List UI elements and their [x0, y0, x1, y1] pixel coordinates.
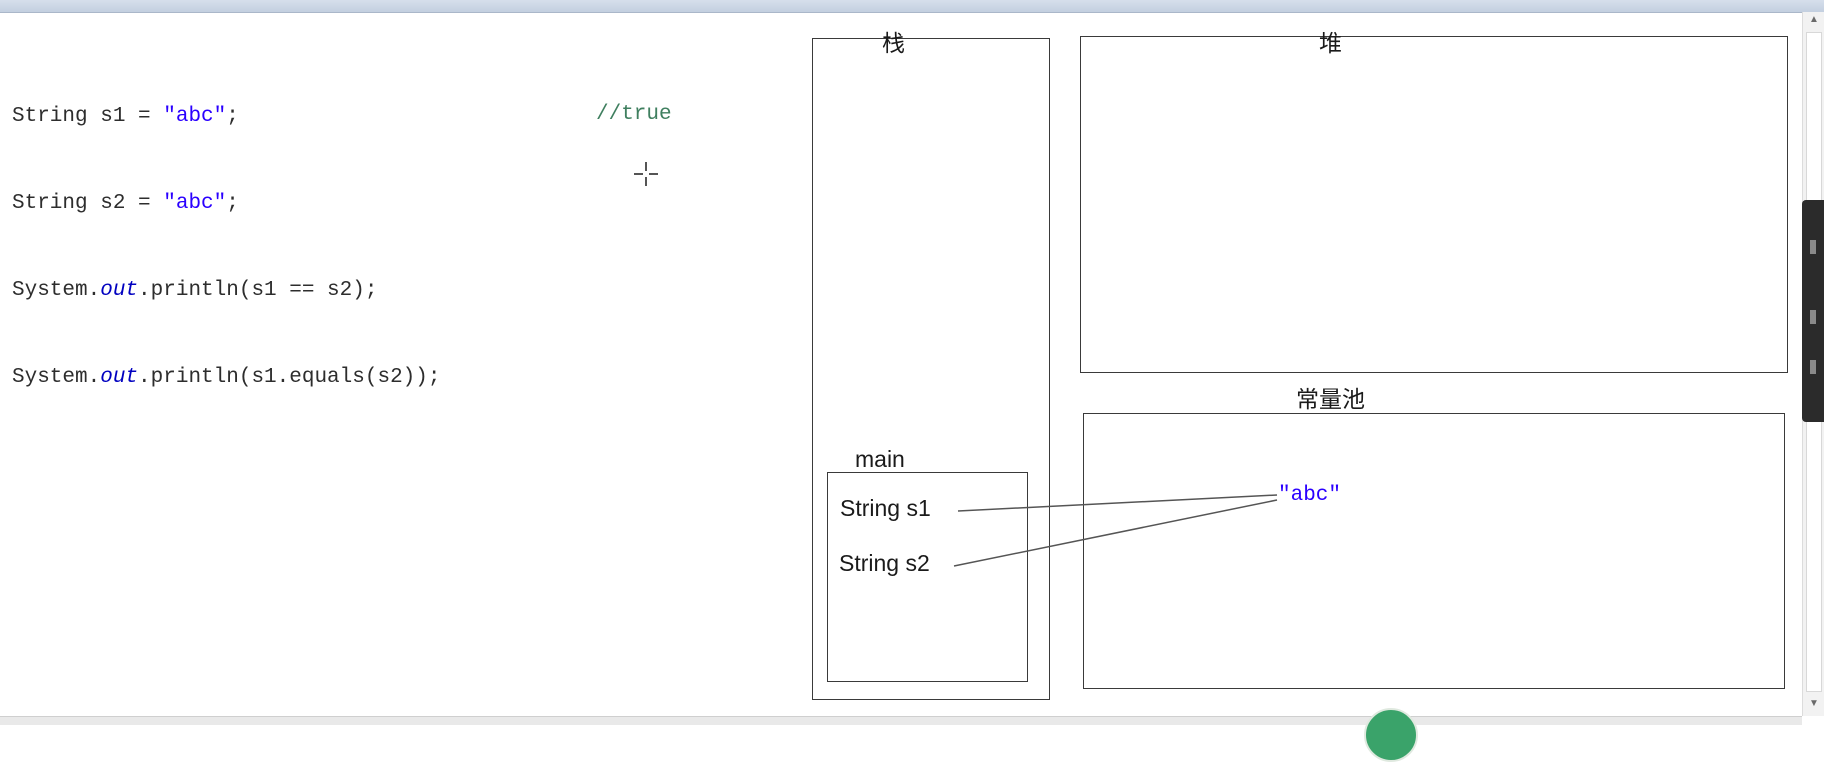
code-line-4: System.out.println(s1.equals(s2));	[12, 363, 440, 392]
string-literal: "abc"	[163, 105, 227, 128]
horizontal-scrollbar[interactable]	[0, 716, 1802, 725]
constant-pool-label: 常量池	[1296, 386, 1365, 412]
static-field: out	[100, 366, 139, 389]
stack-label: 栈	[882, 30, 905, 56]
variable-s2: String s2	[839, 550, 930, 576]
heap-box	[1080, 36, 1788, 373]
code-text: .println(s1 == s2);	[138, 279, 378, 302]
side-tab-mark	[1810, 310, 1816, 324]
side-tab-mark	[1810, 360, 1816, 374]
pool-string-abc: "abc"	[1278, 484, 1342, 507]
code-text: ;	[226, 105, 239, 128]
main-frame-label: main	[855, 446, 905, 472]
variable-s1: String s1	[840, 495, 931, 521]
main-frame-box	[827, 472, 1028, 682]
code-text: System.	[12, 366, 101, 389]
code-line-3: System.out.println(s1 == s2);	[12, 276, 440, 305]
code-text: System.	[12, 279, 101, 302]
window-top-bar	[0, 0, 1824, 13]
code-line-2: String s2 = "abc";	[12, 189, 440, 218]
static-field: out	[100, 279, 139, 302]
code-comment: //true	[596, 103, 672, 126]
code-text: String s2 =	[12, 192, 164, 215]
code-text: ;	[226, 192, 239, 215]
side-tab-mark	[1810, 240, 1816, 254]
crosshair-cursor-icon	[634, 162, 658, 186]
heap-label: 堆	[1319, 30, 1342, 56]
code-text: .println(s1.equals(s2));	[138, 366, 441, 389]
string-literal: "abc"	[163, 192, 227, 215]
stack-box	[812, 38, 1050, 700]
side-panel-tab[interactable]	[1802, 200, 1824, 422]
code-text: String s1 =	[12, 105, 164, 128]
constant-pool-box	[1083, 413, 1785, 689]
code-line-1: String s1 = "abc";	[12, 102, 440, 131]
floating-button[interactable]	[1364, 708, 1418, 762]
scroll-down-icon[interactable]: ▼	[1809, 698, 1819, 709]
code-editor[interactable]: String s1 = "abc"; String s2 = "abc"; Sy…	[12, 44, 440, 421]
scroll-up-icon[interactable]: ▲	[1809, 14, 1819, 25]
